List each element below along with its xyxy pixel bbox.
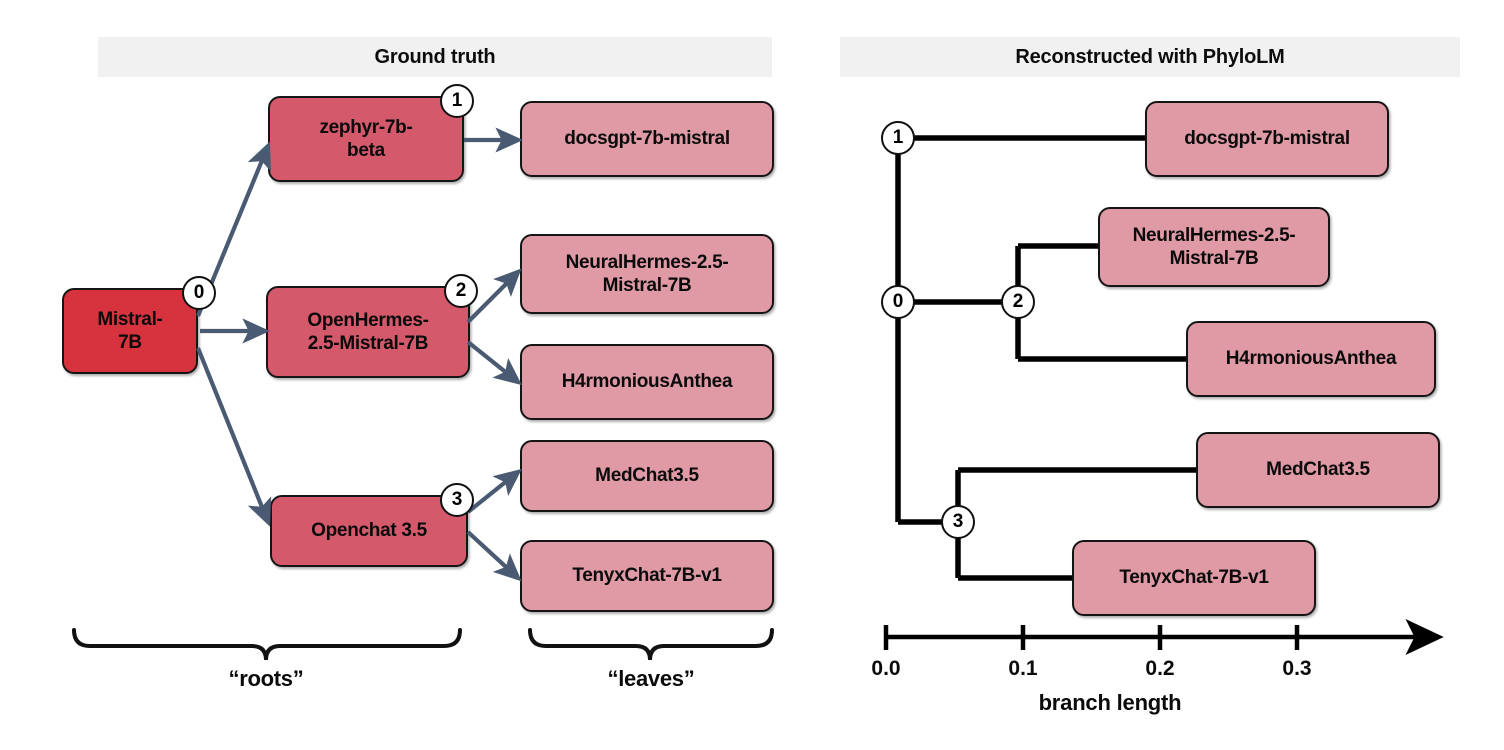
tree-node-badge-3: 3 (941, 505, 975, 539)
gt-leaf-box-medchat3-5[interactable]: MedChat3.5 (520, 440, 774, 512)
tree-node-badge-2: 2 (1001, 285, 1035, 319)
gt-leaf-box-neuralhermes[interactable]: NeuralHermes-2.5- Mistral-7B (520, 234, 774, 314)
tree-node-badge-1: 1 (881, 121, 915, 155)
gt-mid-box-openhermes[interactable]: OpenHermes- 2.5-Mistral-7B (266, 286, 470, 378)
panel-title-reconstructed: Reconstructed with PhyloLM (840, 37, 1460, 77)
tree-leaf-box-h4rmoniousanthea[interactable]: H4rmoniousAnthea (1186, 321, 1436, 397)
gt-leaf-box-tenyxchat-7b-v1[interactable]: TenyxChat-7B-v1 (520, 540, 774, 612)
gt-root-box-mistral-7b[interactable]: Mistral- 7B (62, 288, 198, 374)
gt-leaf-box-h4rmoniousanthea[interactable]: H4rmoniousAnthea (520, 344, 774, 420)
tree-leaf-label-1: NeuralHermes-2.5- Mistral-7B (1132, 224, 1296, 269)
gt-mid-box-openchat-3-5[interactable]: Openchat 3.5 (270, 495, 468, 567)
gt-leaf-label-2: H4rmoniousAnthea (561, 371, 733, 393)
tree-leaf-label-0: docsgpt-7b-mistral (1184, 128, 1350, 150)
tree-leaf-box-tenyxchat-7b-v1[interactable]: TenyxChat-7B-v1 (1072, 540, 1316, 616)
gt-node-badge-2: 2 (444, 274, 478, 308)
axis-tick-label-1: 0.1 (1008, 657, 1038, 680)
gt-mid-label-1: zephyr-7b- beta (319, 116, 413, 161)
gt-leaf-label-3: MedChat3.5 (595, 465, 699, 487)
tree-node-badge-0: 0 (881, 285, 915, 319)
gt-leaf-label-0: docsgpt-7b-mistral (564, 128, 730, 150)
tree-leaf-label-4: TenyxChat-7B-v1 (1119, 567, 1269, 589)
gt-leaf-label-4: TenyxChat-7B-v1 (572, 565, 722, 587)
gt-leaf-box-docsgpt-7b-mistral[interactable]: docsgpt-7b-mistral (520, 101, 774, 177)
axis-tick-label-2: 0.2 (1145, 657, 1175, 680)
gt-node-badge-3: 3 (440, 483, 474, 517)
gt-mid-label-3: Openchat 3.5 (311, 520, 427, 542)
gt-mid-label-2: OpenHermes- 2.5-Mistral-7B (307, 309, 429, 354)
gt-node-badge-1: 1 (440, 84, 474, 118)
axis-title-branch-length: branch length (1038, 690, 1182, 715)
gt-node-badge-0: 0 (182, 276, 216, 310)
tree-leaf-label-2: H4rmoniousAnthea (1225, 348, 1397, 370)
brace-label-leaves: “leaves” (607, 666, 695, 691)
tree-leaf-box-neuralhermes[interactable]: NeuralHermes-2.5- Mistral-7B (1098, 207, 1330, 287)
gt-mid-box-zephyr-7b-beta[interactable]: zephyr-7b- beta (268, 96, 464, 182)
gt-root-label: Mistral- 7B (97, 308, 163, 353)
brace-label-roots: “roots” (228, 666, 304, 691)
tree-leaf-box-medchat3-5[interactable]: MedChat3.5 (1196, 432, 1440, 508)
tree-leaf-label-3: MedChat3.5 (1266, 459, 1370, 481)
tree-leaf-box-docsgpt-7b-mistral[interactable]: docsgpt-7b-mistral (1145, 101, 1389, 177)
axis-tick-label-0: 0.0 (871, 657, 901, 680)
panel-title-ground-truth: Ground truth (98, 37, 772, 77)
axis-tick-label-3: 0.3 (1282, 657, 1312, 680)
gt-leaf-label-1: NeuralHermes-2.5- Mistral-7B (565, 251, 729, 296)
